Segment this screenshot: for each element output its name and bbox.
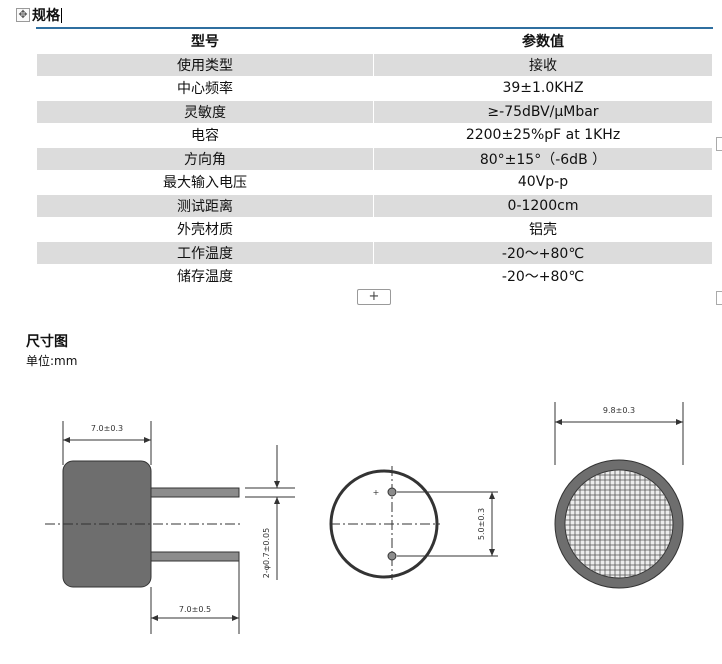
side-view: 7.0±0.3 7.0±0.5 2-φ0.7±0.05 <box>45 421 295 634</box>
pin-length-label: 7.0±0.5 <box>179 605 211 614</box>
table-row: 工作温度-20～+80℃ <box>36 240 713 265</box>
param-value-cell[interactable]: 接收 <box>373 52 713 77</box>
table-edge-handle-icon[interactable] <box>716 137 722 151</box>
outer-diameter-label: 9.8±0.3 <box>603 406 635 415</box>
param-value-cell[interactable]: 80°±15°（-6dB ） <box>373 146 713 171</box>
param-value-cell[interactable]: ≥-75dBV/μMbar <box>373 99 713 124</box>
param-value-cell[interactable]: 2200±25%pF at 1KHz <box>373 123 713 148</box>
sensor-pin <box>150 551 240 562</box>
pin-hole <box>387 551 397 561</box>
pin-spacing-label: 5.0±0.3 <box>477 508 486 540</box>
front-view: 9.8±0.3 <box>554 402 684 589</box>
table-top-border <box>36 27 713 29</box>
table-row: 外壳材质铝壳 <box>36 217 713 242</box>
param-value-cell[interactable]: 0-1200cm <box>373 193 713 218</box>
table-resize-handle-icon[interactable] <box>716 291 722 305</box>
text-cursor <box>61 7 62 23</box>
table-row: 使用类型接收 <box>36 52 713 77</box>
spec-heading: 规格 <box>32 8 60 24</box>
param-name-cell[interactable]: 电容 <box>36 123 374 148</box>
param-name-cell[interactable]: 方向角 <box>36 146 374 171</box>
param-name-cell[interactable]: 型号 <box>36 29 374 54</box>
front-mesh-area <box>564 469 674 579</box>
table-row: 灵敏度≥-75dBV/μMbar <box>36 99 713 124</box>
arrow-head <box>489 492 495 499</box>
dimension-title: 尺寸图 <box>26 334 68 350</box>
param-name-cell[interactable]: 储存温度 <box>36 264 374 289</box>
section-heading: ✥ 规格 <box>16 4 62 26</box>
polarity-mark: + <box>373 488 380 497</box>
arrow-head <box>274 481 280 488</box>
arrow-head <box>151 615 158 621</box>
arrow-head <box>232 615 239 621</box>
pin-diameter-label: 2-φ0.7±0.05 <box>262 528 271 579</box>
arrow-head <box>676 419 683 425</box>
body-length-label: 7.0±0.3 <box>91 424 123 433</box>
pin-view: + 5.0±0.3 <box>329 466 498 580</box>
arrow-head <box>63 437 70 443</box>
arrow-head <box>144 437 151 443</box>
param-value-cell[interactable]: 39±1.0KHZ <box>373 76 713 101</box>
param-value-cell[interactable]: 40Vp-p <box>373 170 713 195</box>
param-name-cell[interactable]: 使用类型 <box>36 52 374 77</box>
add-row-button[interactable]: + <box>357 289 391 305</box>
sensor-pin <box>150 487 240 498</box>
dimension-unit: 单位:mm <box>26 354 78 368</box>
param-value-cell[interactable]: -20～+80℃ <box>373 240 713 265</box>
arrow-head <box>274 497 280 504</box>
table-row: 储存温度-20～+80℃ <box>36 264 713 289</box>
param-value-cell[interactable]: 参数值 <box>373 29 713 54</box>
param-name-cell[interactable]: 外壳材质 <box>36 217 374 242</box>
param-name-cell[interactable]: 最大输入电压 <box>36 170 374 195</box>
param-name-cell[interactable]: 灵敏度 <box>36 99 374 124</box>
param-value-cell[interactable]: 铝壳 <box>373 217 713 242</box>
dimension-drawing: 7.0±0.3 7.0±0.5 2-φ0.7±0.05 + 5.0±0.3 <box>45 402 684 634</box>
table-move-handle-icon[interactable]: ✥ <box>16 8 30 22</box>
table-header-row: 型号参数值 <box>36 29 713 54</box>
param-value-cell[interactable]: -20～+80℃ <box>373 264 713 289</box>
arrow-head <box>489 549 495 556</box>
param-name-cell[interactable]: 中心频率 <box>36 76 374 101</box>
arrow-head <box>555 419 562 425</box>
param-name-cell[interactable]: 测试距离 <box>36 193 374 218</box>
pin-hole <box>387 487 397 497</box>
param-name-cell[interactable]: 工作温度 <box>36 240 374 265</box>
